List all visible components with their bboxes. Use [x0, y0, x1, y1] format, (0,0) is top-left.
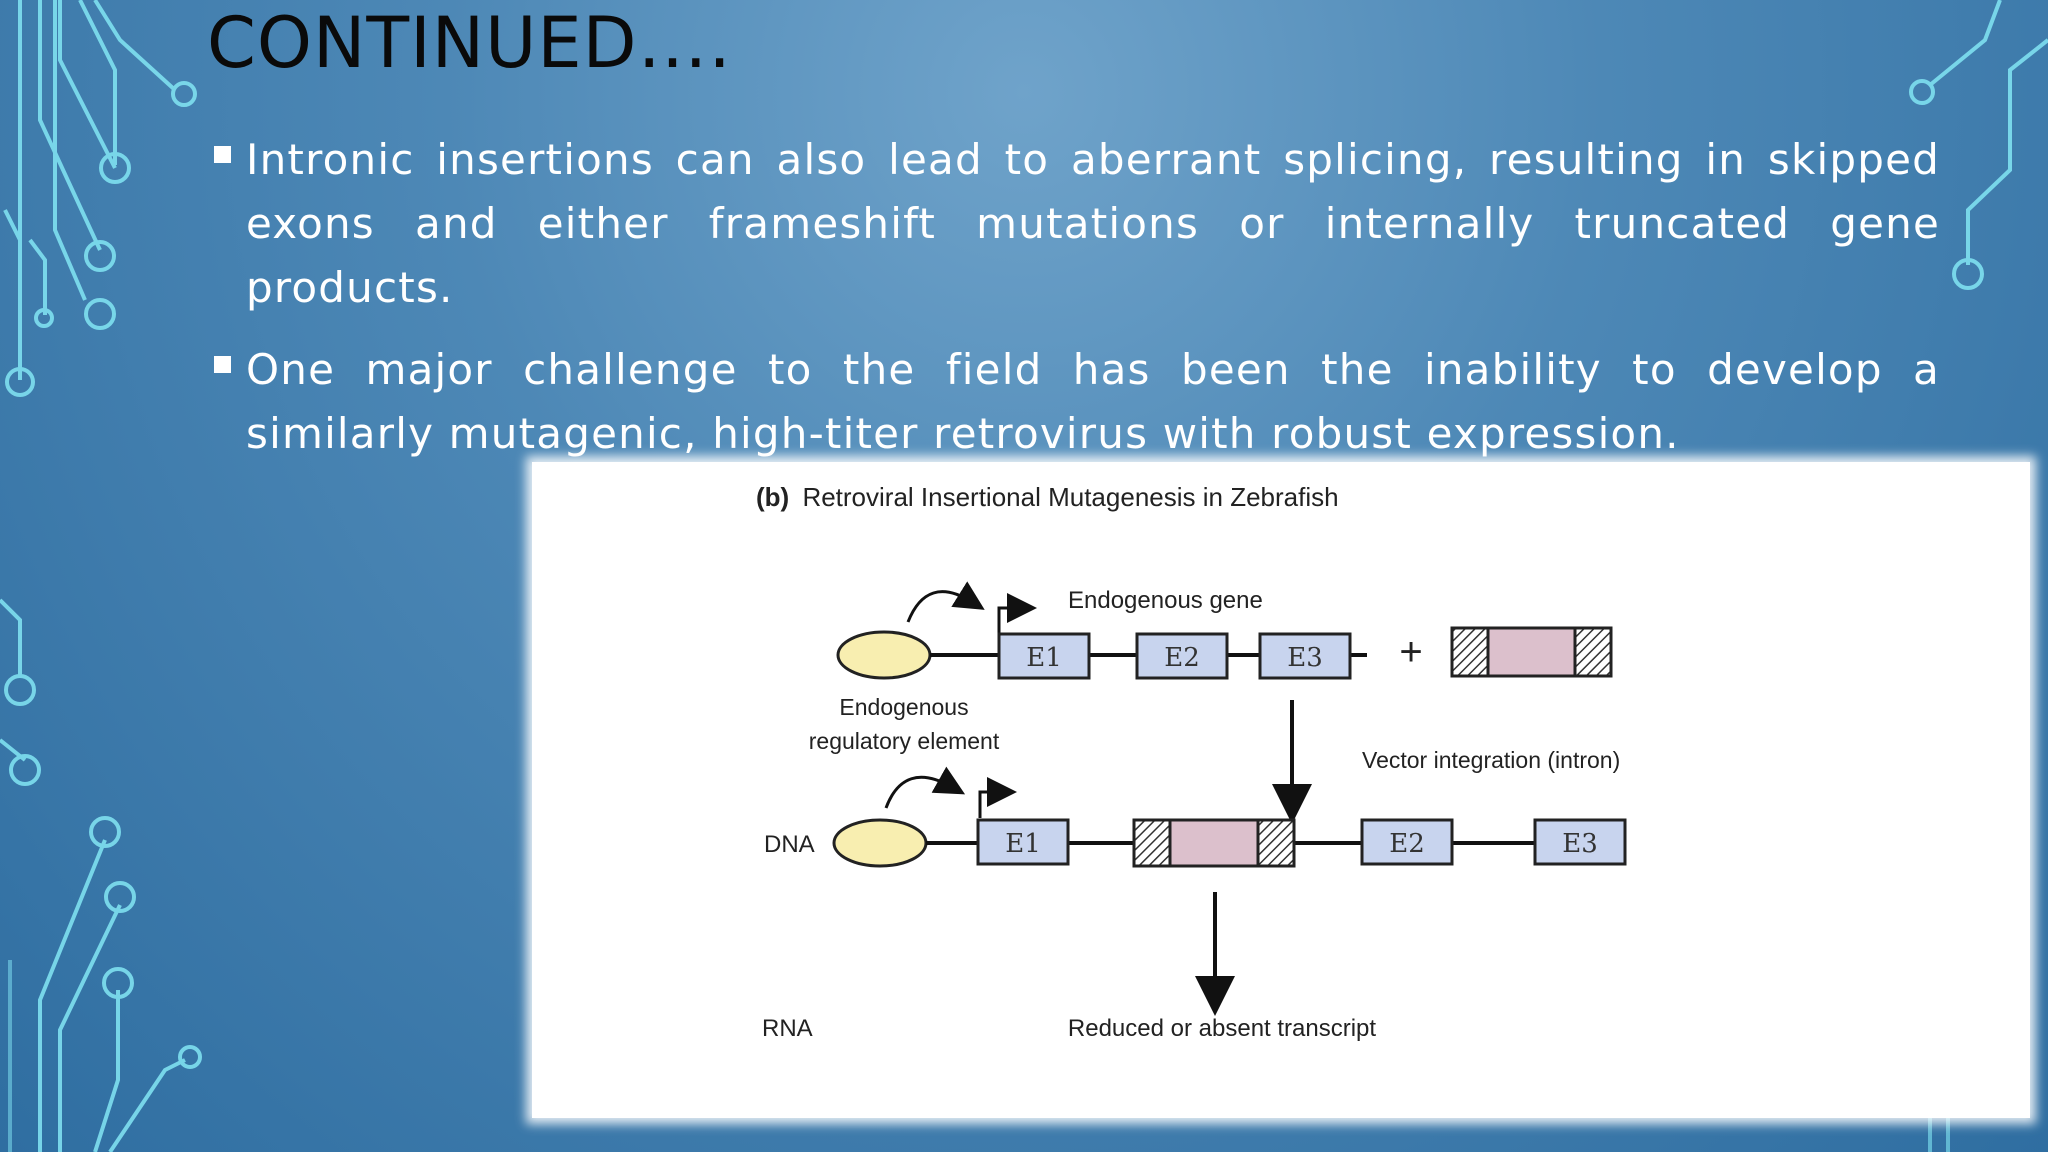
exon-e2-dna: [1360, 818, 1454, 866]
exon-e2-label: E2: [1164, 643, 1200, 673]
exon-e1-dna-label: E1: [1005, 829, 1041, 859]
regulatory-element-top: [836, 630, 932, 680]
integrated-ltr-left: [1132, 818, 1172, 868]
retroviral-mutagenesis-diagram: (b) Retroviral Insertional Mutagenesis i…: [756, 482, 1627, 1042]
exon-e3-label: E3: [1287, 643, 1323, 673]
regulatory-label-line1: Endogenous: [839, 694, 968, 720]
plus-sign: +: [1399, 630, 1422, 674]
endogenous-gene-label: Endogenous gene: [1068, 587, 1263, 614]
regulatory-element-dna: [832, 818, 928, 868]
integrated-vector-body: [1168, 818, 1260, 868]
bullet-list: Intronic insertions can also lead to abe…: [210, 128, 1940, 484]
curved-arrow-icon: [906, 581, 985, 623]
vector-integration-label: Vector integration (intron): [1362, 747, 1620, 773]
dna-label: DNA: [764, 831, 815, 858]
exon-e3-dna: [1533, 818, 1627, 866]
exon-e2-top: [1135, 632, 1229, 680]
bullet-item: One major challenge to the field has bee…: [210, 338, 1940, 466]
square-bullet-icon: [214, 356, 231, 373]
bullet-text: Intronic insertions can also lead to abe…: [246, 135, 1940, 312]
promoter-arrow-icon: [978, 777, 1017, 818]
square-bullet-icon: [214, 146, 231, 163]
rna-label: RNA: [762, 1015, 813, 1042]
exon-e3-dna-label: E3: [1562, 829, 1598, 859]
figure-title-bold: (b): [756, 482, 789, 512]
diagram-figure: (b) Retroviral Insertional Mutagenesis i…: [532, 462, 2030, 1118]
figure-title-text: Retroviral Insertional Mutagenesis in Ze…: [802, 482, 1338, 512]
regulatory-label-line2: regulatory element: [809, 728, 1000, 754]
vector-ltr-right: [1573, 626, 1613, 678]
exon-e3-top: [1258, 632, 1352, 680]
slide-title: CONTINUED….: [207, 2, 732, 84]
bullet-item: Intronic insertions can also lead to abe…: [210, 128, 1940, 320]
promoter-arrow-icon: [997, 593, 1037, 634]
vector-body: [1486, 626, 1577, 678]
exon-e1-top: [997, 632, 1091, 680]
integrated-ltr-right: [1256, 818, 1296, 868]
figure-title: (b) Retroviral Insertional Mutagenesis i…: [756, 482, 1339, 512]
curved-arrow-icon: [884, 766, 966, 809]
exon-e1-dna: [976, 818, 1070, 866]
vector-ltr-left: [1450, 626, 1490, 678]
exon-e1-label: E1: [1026, 643, 1062, 673]
exon-e2-dna-label: E2: [1389, 829, 1425, 859]
rna-result-label: Reduced or absent transcript: [1068, 1015, 1377, 1042]
bullet-text: One major challenge to the field has bee…: [246, 345, 1940, 458]
